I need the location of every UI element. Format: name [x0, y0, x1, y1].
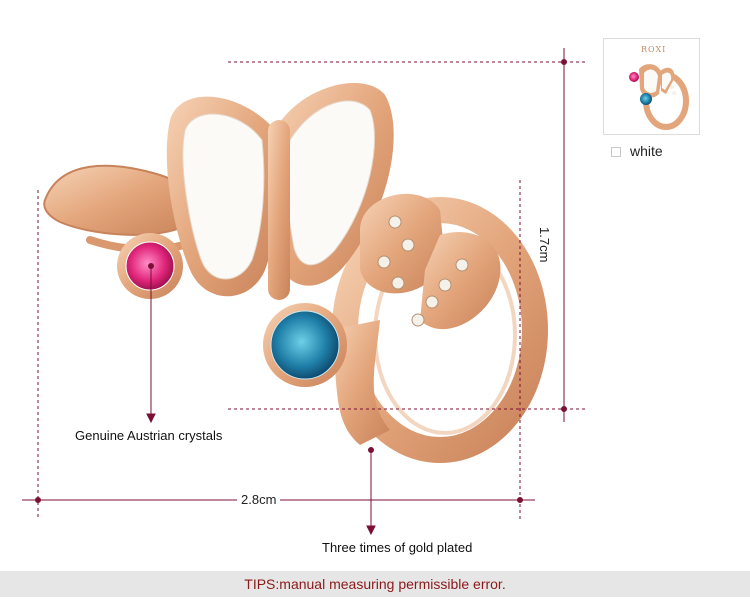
thumbnail-ring-image — [629, 64, 689, 130]
brand-mark: ROXI — [641, 45, 667, 54]
tips-text: TIPS:manual measuring permissible error. — [244, 576, 506, 592]
height-label: 1.7cm — [537, 224, 552, 266]
product-thumbnail[interactable]: ROXI — [603, 38, 700, 135]
plating-callout: Three times of gold plated — [322, 540, 473, 555]
color-option-label[interactable]: white — [630, 143, 663, 159]
color-option-checkbox[interactable] — [611, 147, 621, 157]
blue-crystal — [263, 303, 347, 387]
white-butterfly — [166, 82, 394, 300]
crystal-butterfly — [360, 193, 501, 330]
measurement-guides — [22, 48, 588, 536]
tips-bar: TIPS:manual measuring permissible error. — [0, 571, 750, 597]
width-label: 2.8cm — [237, 492, 281, 507]
crystals-callout: Genuine Austrian crystals — [75, 428, 223, 443]
width-dimension: 2.8cm — [237, 492, 281, 507]
